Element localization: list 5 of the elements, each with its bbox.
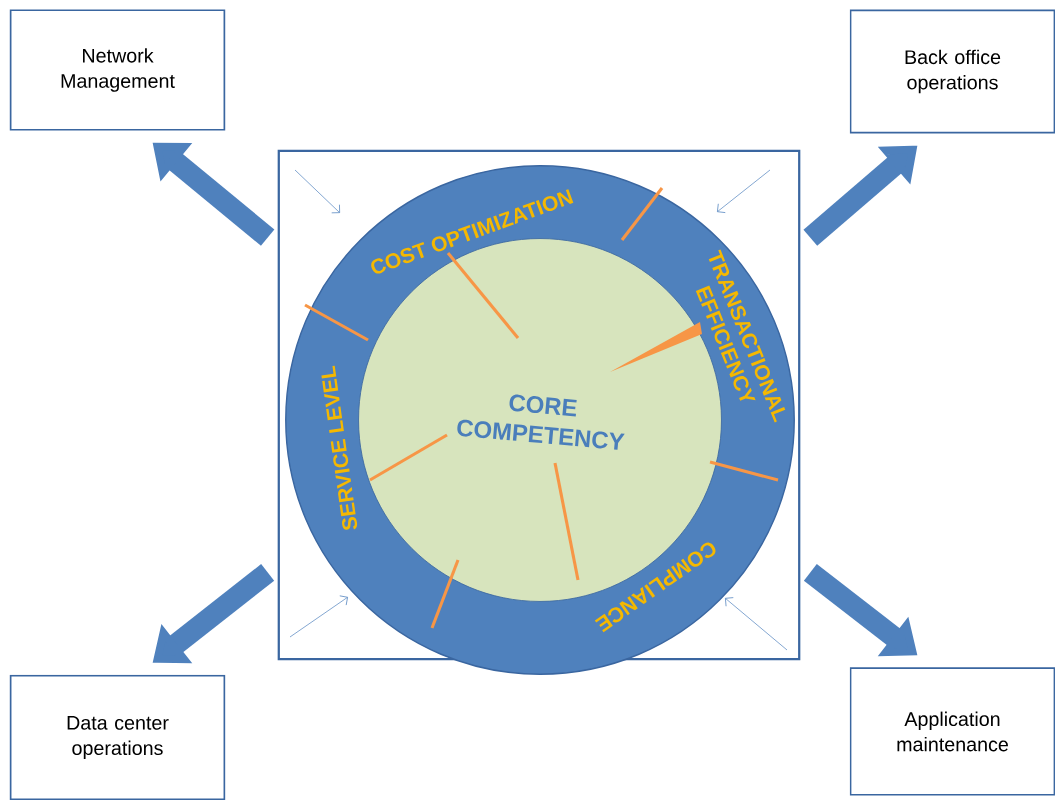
segment-label: SERVICE LEVEL — [321, 365, 358, 530]
process-box: Network Management — [9, 9, 226, 131]
process-box: Data center operations — [9, 674, 226, 800]
process-box: Back office operations — [849, 9, 1055, 134]
process-box: Application maintenance — [849, 667, 1055, 796]
